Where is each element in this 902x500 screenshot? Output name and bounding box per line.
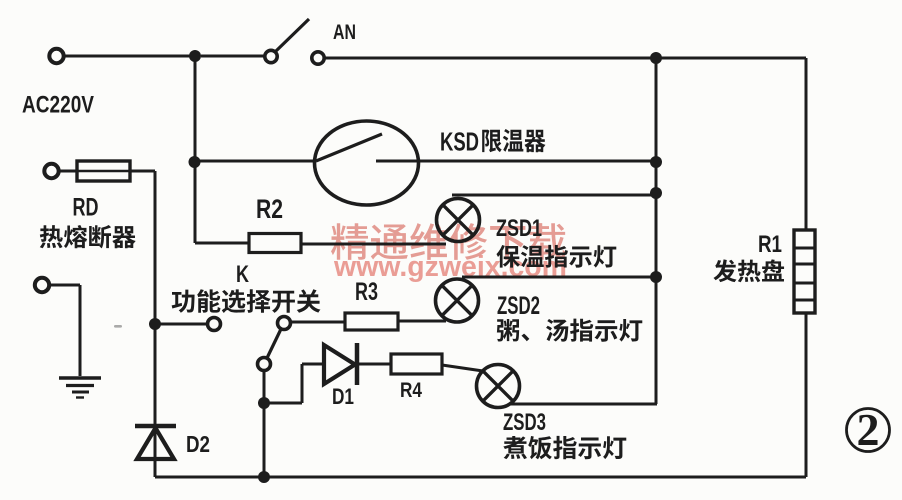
svg-text:R4: R4 bbox=[400, 379, 422, 402]
svg-text:RD: RD bbox=[73, 194, 99, 222]
svg-text:R3: R3 bbox=[355, 278, 378, 306]
svg-text:ZSD3: ZSD3 bbox=[503, 409, 546, 436]
svg-text:AN: AN bbox=[333, 21, 356, 44]
svg-text:ZSD1: ZSD1 bbox=[496, 215, 542, 242]
svg-text:ZSD2: ZSD2 bbox=[497, 292, 540, 320]
svg-text:D1: D1 bbox=[332, 384, 354, 409]
svg-text:KSD: KSD bbox=[440, 127, 479, 157]
svg-text:R2: R2 bbox=[256, 194, 283, 224]
svg-text:D2: D2 bbox=[186, 431, 210, 457]
svg-text:AC220V: AC220V bbox=[22, 92, 94, 119]
svg-text:K: K bbox=[236, 261, 249, 288]
svg-text:2: 2 bbox=[857, 404, 880, 455]
svg-text:R1: R1 bbox=[758, 231, 782, 258]
